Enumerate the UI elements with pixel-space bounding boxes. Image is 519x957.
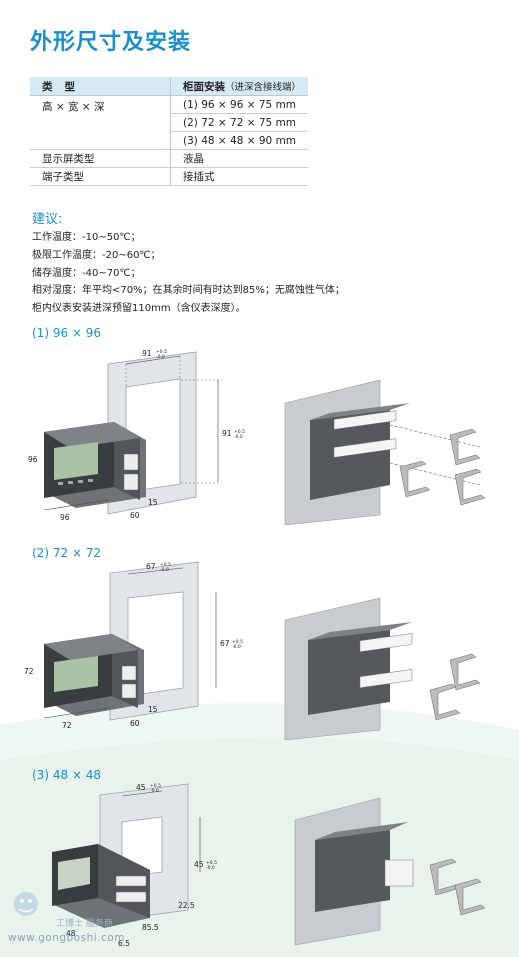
svg-text:+0.5: +0.5 — [156, 349, 167, 355]
lcd-screen — [54, 656, 98, 692]
figure-48-right — [294, 797, 486, 946]
table-header-row: 类型 柜面安装（进深含接线端） — [30, 77, 308, 96]
svg-text:-0.0: -0.0 — [160, 567, 169, 573]
meter-extra-label: 22.5 — [178, 901, 195, 910]
table-row: 高 × 宽 × 深 (1) 96 × 96 × 75 mm — [30, 95, 308, 150]
advice-line: 极限工作温度：-20~60℃； — [32, 249, 161, 261]
meter-flange-label: 15 — [148, 705, 158, 714]
size-2: (2) 72 × 72 × 75 mm — [170, 113, 308, 132]
size-label: 高 × 宽 × 深 — [30, 95, 171, 150]
svg-text:+0.5: +0.5 — [206, 860, 217, 866]
svg-text:-0.0: -0.0 — [150, 788, 159, 794]
advice-list: 工作温度：-10~50℃； 极限工作温度：-20~60℃； 储存温度：-40~7… — [32, 229, 345, 318]
meter-flange-label: 6.5 — [118, 939, 130, 948]
section-1-label: (1) 96 × 96 — [32, 326, 102, 340]
svg-text:+0.5: +0.5 — [150, 783, 161, 789]
figure-72-right — [284, 597, 481, 740]
meter-depth-label: 60 — [130, 719, 140, 728]
meter-height-label: 72 — [24, 667, 34, 676]
figure-72-left: 67 +0.5 -0.0 67 +0.5 -0.0 72 72 60 15 — [24, 561, 243, 730]
size-3: (3) 48 × 48 × 90 mm — [170, 131, 308, 150]
meter-depth-label: 60 — [130, 511, 140, 520]
advice-line: 相对湿度：年平均<70%；在其余时间有时达到85%；无腐蚀性气体； — [32, 285, 345, 297]
display-value: 液晶 — [170, 149, 308, 168]
section-2-label: (2) 72 × 72 — [32, 546, 102, 560]
table-row: (3) 48 × 48 × 90 mm — [30, 131, 308, 150]
svg-text:+0.5: +0.5 — [160, 562, 171, 568]
cutout-height-label: 45 — [194, 860, 204, 869]
mounting-bracket — [429, 683, 461, 721]
meter-width-label: 48 — [66, 929, 76, 938]
cutout-width-label: 67 — [146, 562, 156, 571]
watermark-url: www.gongboshi.com — [8, 932, 125, 944]
spec-table: 类型 柜面安装（进深含接线端） 高 × 宽 × 深 (1) 96 × 96 × … — [30, 77, 308, 186]
mounting-bracket — [429, 858, 461, 896]
lcd-screen — [58, 857, 90, 890]
cutout-height-label: 67 — [220, 639, 230, 648]
mounting-bracket — [449, 653, 481, 691]
mounting-bracket — [454, 468, 486, 506]
svg-text:-0.0: -0.0 — [206, 865, 215, 871]
table-row: 端子类型 接插式 — [30, 167, 308, 186]
section-3-label: (3) 48 × 48 — [32, 768, 102, 782]
watermark-brand: 工博士 服务商 — [56, 919, 113, 929]
svg-text:+0.5: +0.5 — [232, 639, 243, 645]
advice-heading: 建议: — [32, 212, 63, 227]
meter-depth-label: 85.5 — [142, 923, 159, 932]
col2-header: 柜面安装（进深含接线端） — [170, 77, 308, 96]
advice-line: 工作温度：-10~50℃； — [32, 232, 141, 243]
meter-width-label: 72 — [62, 721, 72, 730]
terminal-value: 接插式 — [170, 167, 308, 186]
table-row: 显示屏类型 液晶 — [30, 149, 308, 168]
svg-text:+0.5: +0.5 — [234, 429, 245, 435]
svg-text:-0.0: -0.0 — [232, 644, 241, 650]
mounting-bracket — [454, 878, 486, 916]
display-label: 显示屏类型 — [30, 149, 171, 168]
svg-text:-0.0: -0.0 — [156, 354, 165, 360]
svg-text:-0.0: -0.0 — [234, 434, 243, 440]
meter-flange-label: 15 — [148, 498, 158, 507]
cutout-width-label: 45 — [136, 783, 146, 792]
advice-line: 储存温度：-40~70℃； — [32, 267, 141, 279]
page-title: 外形尺寸及安装 — [30, 30, 192, 55]
mounting-bracket — [449, 428, 481, 466]
watermark-logo-icon — [14, 892, 38, 916]
figure-96-right — [284, 379, 486, 525]
meter-height-label: 96 — [28, 455, 38, 464]
figure-96-left: 91 +0.5 -0.0 91 +0.5 -0.0 96 96 60 15 — [28, 349, 245, 522]
cutout-height-label: 91 — [222, 429, 232, 438]
lcd-screen — [54, 442, 98, 480]
advice-line: 柜内仪表安装进深预留110mm（含仪表深度）。 — [32, 303, 246, 315]
cutout-width-label: 91 — [142, 349, 152, 358]
col1-header: 类型 — [30, 77, 171, 96]
mounting-bracket — [399, 460, 431, 498]
table-row: (2) 72 × 72 × 75 mm — [30, 113, 308, 132]
size-1: (1) 96 × 96 × 75 mm — [170, 95, 308, 114]
meter-width-label: 96 — [60, 513, 70, 522]
terminal-label: 端子类型 — [30, 167, 171, 186]
figure-48-left: 45 +0.5 -0.0 45 +0.5 -0.0 48 85.5 6.5 22… — [52, 783, 217, 948]
